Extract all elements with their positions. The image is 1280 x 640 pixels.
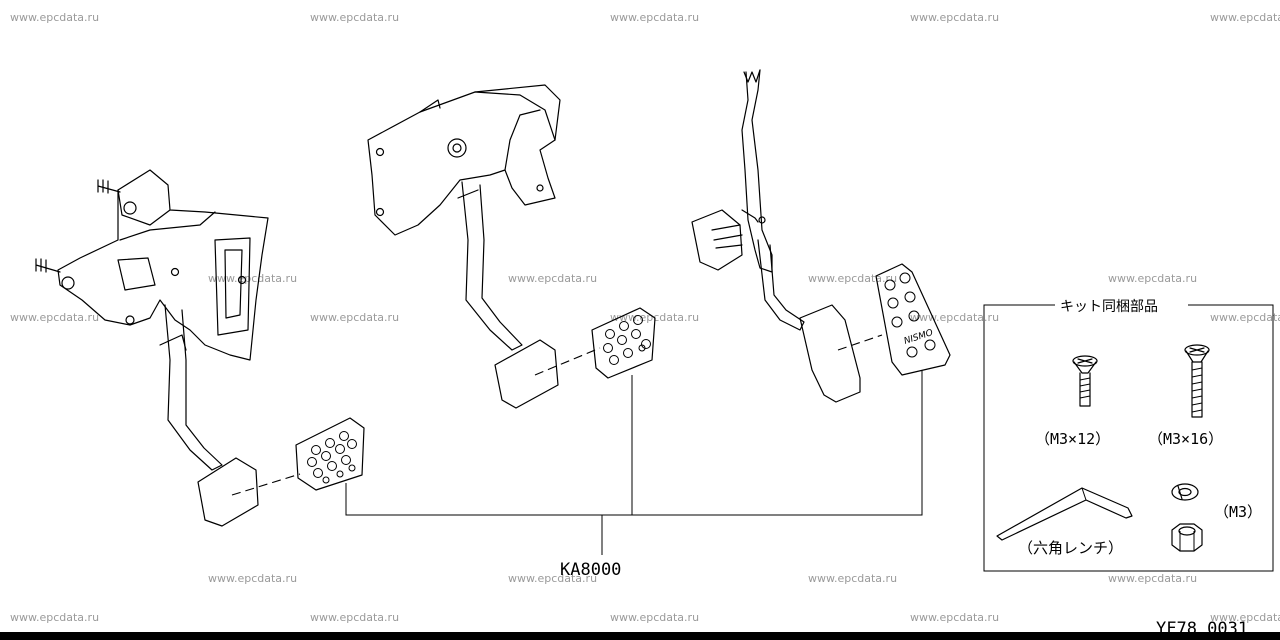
watermark: www.epcdata.ru [1210, 311, 1280, 324]
watermark: www.epcdata.ru [1210, 611, 1280, 624]
screw-m3x12-label: （M3×12） [1035, 430, 1110, 448]
watermark: www.epcdata.ru [310, 11, 399, 24]
screw-m3x12 [1072, 355, 1098, 407]
watermark: www.epcdata.ru [10, 611, 99, 624]
screw-m3x16 [1184, 344, 1210, 418]
hex-wrench-label: （六角レンチ） [1018, 539, 1123, 557]
watermark: www.epcdata.ru [310, 611, 399, 624]
nut-washer-label: （M3） [1214, 503, 1262, 521]
watermark: www.epcdata.ru [310, 311, 399, 324]
screw-m3x16-label: （M3×16） [1148, 430, 1223, 448]
watermark: www.epcdata.ru [910, 11, 999, 24]
watermark: www.epcdata.ru [1108, 572, 1197, 585]
watermark: www.epcdata.ru [10, 311, 99, 324]
hex-wrench [996, 487, 1133, 541]
watermark: www.epcdata.ru [610, 611, 699, 624]
watermark: www.epcdata.ru [208, 572, 297, 585]
watermark: www.epcdata.ru [910, 311, 999, 324]
hex-nut-m3 [1171, 523, 1203, 552]
nismo-logo: NISMO [903, 328, 935, 347]
watermark: www.epcdata.ru [1108, 272, 1197, 285]
watermark: www.epcdata.ru [508, 572, 597, 585]
bottom-border [0, 632, 1280, 640]
watermark: www.epcdata.ru [910, 611, 999, 624]
spring-washer-m3 [1171, 483, 1199, 501]
watermark-layer: www.epcdata.ru www.epcdata.ru www.epcdat… [10, 11, 1280, 624]
watermark: www.epcdata.ru [610, 11, 699, 24]
watermark: www.epcdata.ru [508, 272, 597, 285]
kit-box-title: キット同梱部品 [1060, 299, 1158, 315]
watermark: www.epcdata.ru [1210, 11, 1280, 24]
watermark: www.epcdata.ru [808, 272, 897, 285]
kit-contents-box: キット同梱部品 （M3×12） （M3×16） （六角レンチ） [983, 299, 1274, 572]
accelerator-pedal-assembly: NISMO [691, 69, 951, 403]
watermark: www.epcdata.ru [208, 272, 297, 285]
brake-pedal-assembly [367, 84, 656, 409]
callout-leader-lines [345, 370, 923, 555]
clutch-pedal-assembly [35, 169, 365, 527]
watermark: www.epcdata.ru [10, 11, 99, 24]
part-number-label: KA8000 [560, 560, 621, 580]
watermark: www.epcdata.ru [808, 572, 897, 585]
